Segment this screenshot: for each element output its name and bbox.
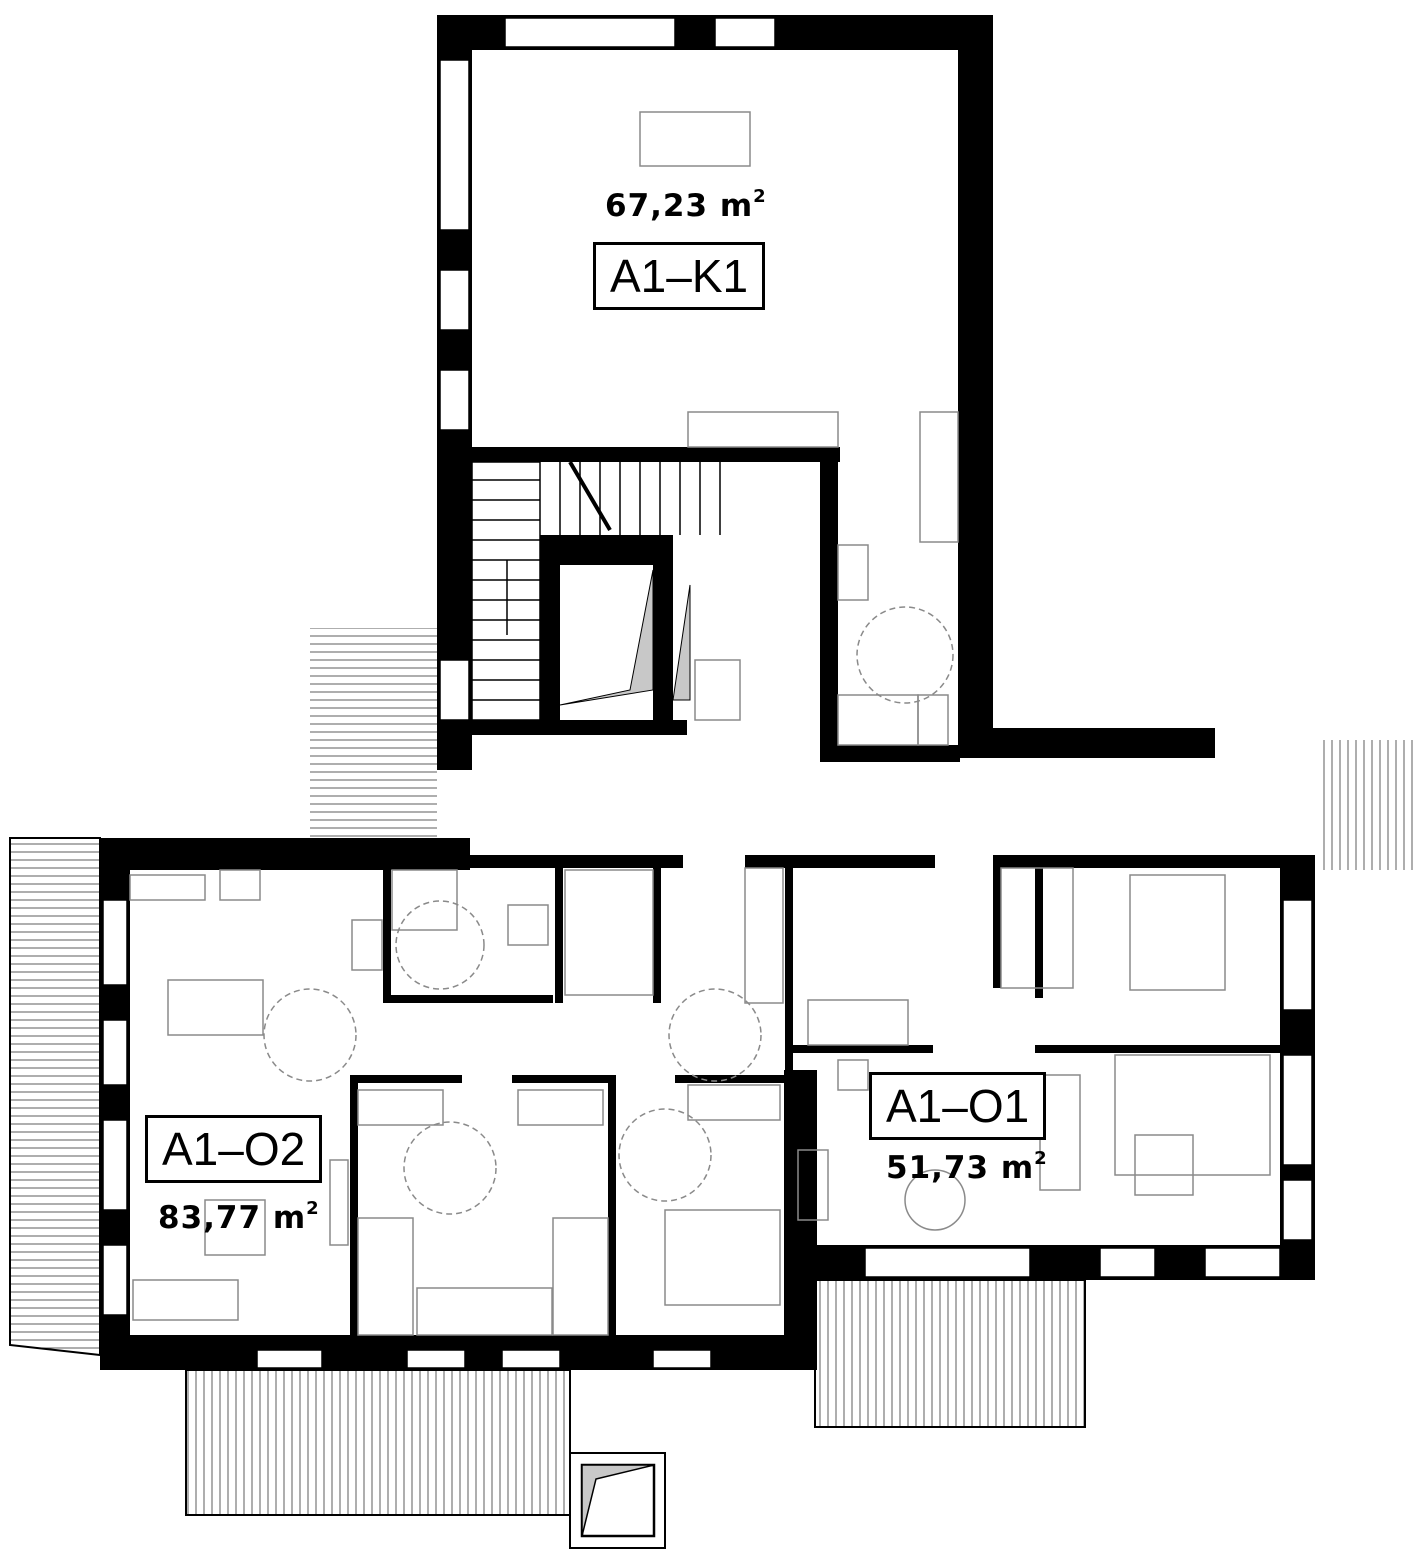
bottom-terrace xyxy=(185,1369,571,1516)
unit-code-a1-o2[interactable]: A1–O2 xyxy=(145,1115,323,1183)
terraces xyxy=(9,628,1415,1516)
unit-code-a1-k1[interactable]: A1–K1 xyxy=(593,242,766,310)
ramp-stairs-right xyxy=(1318,740,1415,870)
furniture xyxy=(129,111,1271,1336)
area-label-a1-o2: 83,77 m2 xyxy=(158,1198,320,1236)
unit-code-a1-o1[interactable]: A1–O1 xyxy=(869,1072,1047,1140)
windows xyxy=(102,17,1313,1369)
area-label-a1-k1: 67,23 m2 xyxy=(605,186,767,224)
area-label-a1-o1: 51,73 m2 xyxy=(886,1148,1048,1186)
staircase xyxy=(471,460,721,721)
ramp-stairs-left xyxy=(310,628,437,838)
left-balcony xyxy=(9,837,101,1357)
entrance-shaft xyxy=(569,1452,666,1549)
elevator-shaft-2 xyxy=(672,584,691,701)
bottom-right-balcony xyxy=(814,1279,1086,1428)
elevator-shaft xyxy=(559,569,654,706)
